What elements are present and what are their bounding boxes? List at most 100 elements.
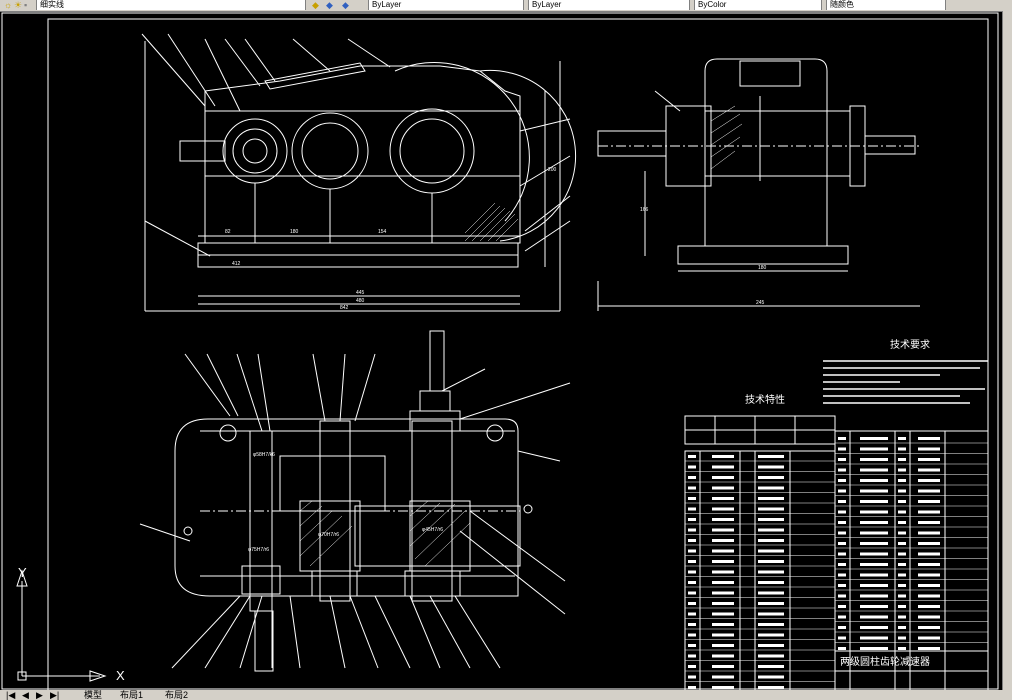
table-cell-text: [838, 521, 846, 524]
table-cell-text: [758, 665, 784, 668]
lightbulb-icon[interactable]: ☼: [4, 0, 13, 10]
ucs-y-label: Y: [18, 565, 27, 580]
drawing-canvas[interactable]: 技术要求 技术特性 两级圆柱齿轮减速器 Y X 82 180 154 412 4…: [0, 11, 1012, 692]
table-cell-text: [838, 605, 846, 608]
table-cell-text: [860, 563, 888, 566]
table-cell-text: [758, 476, 784, 479]
table-cell-text: [688, 549, 696, 553]
table-cell-text: [860, 584, 888, 587]
dim-text: 154: [378, 229, 387, 235]
table-cell-text: [838, 510, 846, 514]
table-cell-text: [838, 615, 846, 619]
table-cell-text: [712, 623, 734, 626]
vertical-scrollbar[interactable]: [1002, 11, 1012, 690]
table-cell-text: [838, 573, 846, 577]
layer-previous-icon[interactable]: ◆: [326, 0, 333, 10]
table-cell-text: [838, 626, 846, 629]
table-cell-text: [918, 594, 940, 598]
table-cell-text: [860, 605, 888, 608]
tech-spec-title: 技术特性: [745, 393, 785, 406]
table-cell-text: [898, 615, 906, 619]
table-cell-text: [898, 584, 906, 587]
table-cell-text: [712, 686, 734, 689]
table-cell-text: [758, 654, 784, 658]
layer-states-icon[interactable]: ◆: [342, 0, 349, 10]
table-cell-text: [860, 489, 888, 493]
tab-model[interactable]: 模型: [84, 690, 103, 700]
table-cell-text: [758, 549, 784, 553]
table-cell-text: [860, 615, 888, 619]
table-cell-text: [712, 654, 734, 658]
sun-icon[interactable]: ☀: [14, 0, 23, 10]
side-view: [597, 58, 920, 311]
layer-manager-icon[interactable]: ◆: [312, 0, 319, 10]
table-cell-text: [860, 647, 888, 650]
table-cell-text: [838, 531, 846, 535]
table-cell-text: [688, 581, 696, 584]
table-cell-text: [918, 573, 940, 577]
color-dropdown[interactable]: ByLayer: [368, 0, 524, 10]
table-cell-text: [860, 636, 888, 640]
table-cell-text: [688, 518, 696, 521]
table-cell-text: [758, 581, 784, 584]
table-cell-text: [860, 531, 888, 535]
table-cell-text: [860, 468, 888, 472]
table-cell-text: [712, 665, 734, 668]
table-cell-text: [758, 507, 784, 511]
table-cell-text: [918, 500, 940, 503]
plotstyle-dropdown[interactable]: 随颜色: [826, 0, 946, 10]
tab-nav-first[interactable]: |◀: [6, 690, 16, 700]
table-cell-text: [918, 605, 940, 608]
table-cell-text: [758, 644, 784, 647]
tab-nav-prev[interactable]: ◀: [22, 690, 29, 700]
table-cell-text: [838, 563, 846, 566]
tab-layout1[interactable]: 布局1: [120, 690, 144, 700]
ucs-icon: [16, 569, 107, 682]
dim-text: 445: [356, 290, 365, 296]
table-cell-text: [758, 528, 784, 532]
lineweight-dropdown[interactable]: ByColor: [694, 0, 822, 10]
table-cell-text: [898, 563, 906, 566]
tab-nav-last[interactable]: ▶|: [50, 690, 60, 700]
properties-toolbar: ☼ ☀ ▪ 细实线 ◆ ◆ ◆ ByLayer ByLayer ByColor …: [0, 0, 1012, 12]
table-cell-text: [860, 458, 888, 461]
table-cell-text: [688, 675, 696, 679]
table-cell-text: [688, 602, 696, 605]
table-cell-text: [898, 510, 906, 514]
table-cell-text: [758, 560, 784, 563]
table-cell-text: [898, 458, 906, 461]
table-cell-text: [838, 458, 846, 461]
table-cell-text: [898, 531, 906, 535]
dim-text: 166: [640, 207, 649, 213]
table-cell-text: [758, 539, 784, 542]
table-cell-text: [860, 552, 888, 556]
layer-dropdown[interactable]: 细实线: [36, 0, 306, 10]
table-cell-text: [838, 479, 846, 482]
table-cell-text: [758, 465, 784, 469]
tab-layout2[interactable]: 布局2: [165, 690, 189, 700]
drawing-border: [1, 12, 999, 690]
table-cell-text: [712, 507, 734, 511]
table-cell-text: [688, 623, 696, 626]
table-cell-text: [758, 602, 784, 605]
table-cell-text: [712, 455, 734, 458]
table-cell-text: [898, 447, 906, 451]
layout-tabs: |◀ ◀ ▶ ▶| 模型 布局1 布局2: [0, 690, 1012, 700]
table-cell-text: [838, 447, 846, 451]
table-cell-text: [688, 644, 696, 647]
table-cell-text: [838, 489, 846, 493]
front-view: [141, 33, 577, 312]
table-cell-text: [688, 507, 696, 511]
dim-text: 180: [758, 265, 767, 271]
lock-icon[interactable]: ▪: [24, 0, 28, 10]
table-cell-text: [918, 626, 940, 629]
tab-nav-next[interactable]: ▶: [36, 690, 43, 700]
table-cell-text: [758, 633, 784, 637]
table-cell-text: [918, 479, 940, 482]
table-cell-text: [860, 479, 888, 482]
table-cell-text: [758, 570, 784, 574]
table-cell-text: [860, 626, 888, 629]
side-hatch: [710, 105, 743, 170]
linetype-dropdown[interactable]: ByLayer: [528, 0, 690, 10]
table-cell-text: [712, 633, 734, 637]
